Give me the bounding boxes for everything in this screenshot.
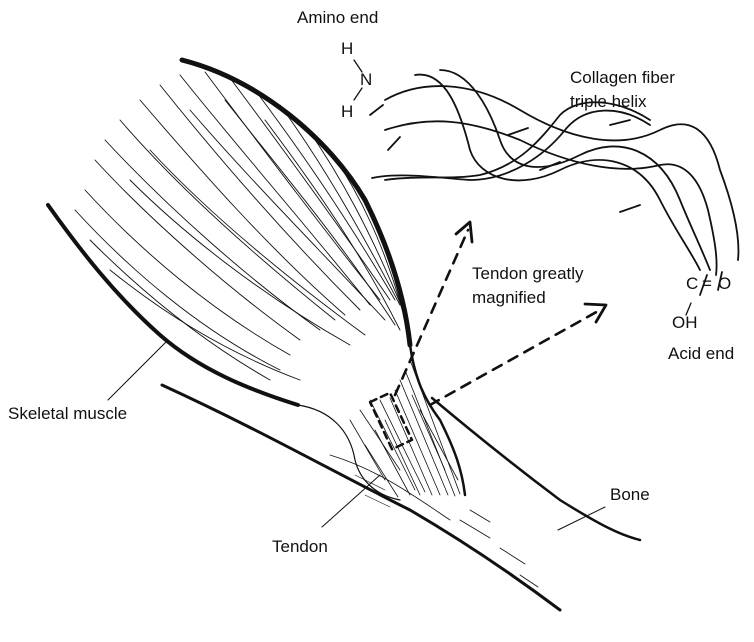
skeletal-muscle-drawing xyxy=(48,60,410,405)
label-tendon-greatly: Tendon greatly xyxy=(472,264,584,284)
label-triple-helix: triple helix xyxy=(570,92,647,112)
acid-o: O xyxy=(718,275,731,293)
acid-c: C xyxy=(686,275,698,293)
amino-n: N xyxy=(360,71,372,89)
label-tendon: Tendon xyxy=(272,537,328,557)
collagen-helix-drawing xyxy=(370,70,738,295)
label-collagen-fiber: Collagen fiber xyxy=(570,68,675,88)
label-magnified: magnified xyxy=(472,288,546,308)
magnify-arrows xyxy=(395,230,600,405)
label-skeletal-muscle: Skeletal muscle xyxy=(8,404,127,424)
leader-lines xyxy=(108,340,605,530)
amino-h-top: H xyxy=(341,40,353,58)
amino-h-bottom: H xyxy=(341,103,353,121)
acid-double-bond: = xyxy=(702,275,712,293)
label-bone: Bone xyxy=(610,485,650,505)
label-amino-end: Amino end xyxy=(297,8,378,28)
acid-oh: OH xyxy=(672,314,698,332)
label-acid-end: Acid end xyxy=(668,344,734,364)
